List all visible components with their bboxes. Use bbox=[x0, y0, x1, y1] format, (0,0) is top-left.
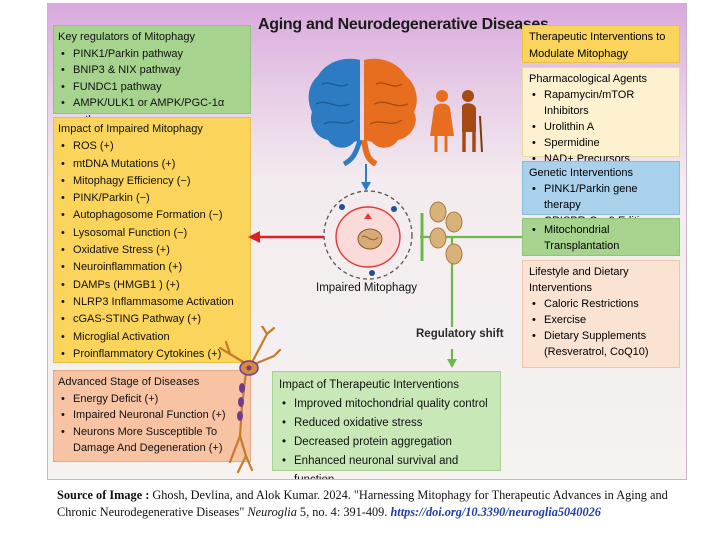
list-item: Oxidative Stress (+) bbox=[58, 242, 246, 260]
impact-impaired-heading: Impact of Impaired Mitophagy bbox=[58, 123, 203, 135]
source-caption: Source of Image : Ghosh, Devlina, and Al… bbox=[57, 487, 687, 521]
advanced-stage-list: Energy Deficit (+) Impaired Neuronal Fun… bbox=[58, 391, 246, 457]
list-item: Caloric Restrictions bbox=[529, 296, 673, 312]
list-item: Neurons More Susceptible To Damage And D… bbox=[58, 424, 246, 457]
mitochondrial-transplant-box: Mitochondrial Transplantation bbox=[522, 218, 680, 256]
pharmacological-heading: Pharmacological Agents bbox=[529, 73, 648, 85]
down-arrow bbox=[361, 164, 371, 191]
therapeutic-heading-box: Therapeutic Interventions to Modulate Mi… bbox=[522, 25, 680, 63]
list-item: Dietary Supplements (Resveratrol, CoQ10) bbox=[529, 328, 673, 360]
list-item: Mitochondrial Transplantation bbox=[529, 222, 673, 254]
list-item: Mitophagy Efficiency (−) bbox=[58, 173, 246, 191]
impaired-cell-icon bbox=[323, 190, 413, 280]
advanced-stage-heading: Advanced Stage of Diseases bbox=[58, 376, 200, 388]
list-item: NLRP3 Inflammasome Activation bbox=[58, 294, 246, 312]
list-item: Proinflammatory Cytokines (+) bbox=[58, 346, 246, 364]
source-doi-link[interactable]: https://doi.org/10.3390/neuroglia5040026 bbox=[390, 505, 601, 519]
advanced-stage-box: Advanced Stage of Diseases Energy Defici… bbox=[53, 370, 251, 462]
list-item: Lysosomal Function (−) bbox=[58, 225, 246, 243]
list-item: mtDNA Mutations (+) bbox=[58, 156, 246, 174]
impact-impaired-box: Impact of Impaired Mitophagy ROS (+) mtD… bbox=[53, 117, 251, 363]
source-volume: 5, no. 4: 391-409. bbox=[296, 505, 391, 519]
source-prefix: Source of Image : bbox=[57, 488, 150, 502]
list-item: Decreased protein aggregation bbox=[279, 433, 494, 452]
red-arrow bbox=[248, 231, 324, 243]
brain-icon bbox=[308, 58, 417, 166]
lifestyle-box: Lifestyle and Dietary Interventions Calo… bbox=[522, 260, 680, 368]
list-item: Urolithin A bbox=[529, 119, 673, 135]
list-item: Neuroinflammation (+) bbox=[58, 259, 246, 277]
list-item: PINK1/Parkin gene therapy bbox=[529, 181, 673, 213]
lifestyle-heading: Lifestyle and Dietary Interventions bbox=[529, 266, 629, 294]
therapeutic-heading: Therapeutic Interventions to Modulate Mi… bbox=[529, 31, 666, 60]
list-item: Microglial Activation bbox=[58, 329, 246, 347]
pharmacological-list: Rapamycin/mTOR Inhibitors Urolithin A Sp… bbox=[529, 87, 673, 167]
list-item: BNIP3 & NIX pathway bbox=[58, 62, 246, 79]
mitochondrial-list: Mitochondrial Transplantation bbox=[529, 222, 673, 254]
lifestyle-list: Caloric Restrictions Exercise Dietary Su… bbox=[529, 296, 673, 360]
impact-therapeutic-box: Impact of Therapeutic Interventions Impr… bbox=[272, 371, 501, 479]
list-item: Enhanced neuronal survival and function bbox=[279, 452, 494, 479]
list-item: DAMPs (HMGB1 ) (+) bbox=[58, 277, 246, 295]
key-regulators-list: PINK1/Parkin pathway BNIP3 & NIX pathway… bbox=[58, 46, 246, 129]
list-item: PINK/Parkin (−) bbox=[58, 190, 246, 208]
key-regulators-heading: Key regulators of Mitophagy bbox=[58, 31, 195, 43]
genetic-box: Genetic Interventions PINK1/Parkin gene … bbox=[522, 161, 680, 229]
list-item: ROS (+) bbox=[58, 138, 246, 156]
list-item: FUNDC1 pathway bbox=[58, 79, 246, 96]
list-item: Reduced oxidative stress bbox=[279, 414, 494, 433]
list-item: PINK1/Parkin pathway bbox=[58, 46, 246, 63]
regulatory-shift-label: Regulatory shift bbox=[416, 328, 504, 340]
elderly-couple-icon bbox=[430, 90, 483, 153]
list-item: cGAS-STING Pathway (+) bbox=[58, 311, 246, 329]
list-item: Spermidine bbox=[529, 135, 673, 151]
list-item: Rapamycin/mTOR Inhibitors bbox=[529, 87, 673, 119]
neuron-icon bbox=[218, 326, 282, 474]
impact-therapeutic-heading: Impact of Therapeutic Interventions bbox=[279, 379, 460, 391]
impaired-mitophagy-label: Impaired Mitophagy bbox=[316, 282, 417, 294]
list-item: Energy Deficit (+) bbox=[58, 391, 246, 408]
list-item: Autophagosome Formation (−) bbox=[58, 207, 246, 225]
impact-therapeutic-list: Improved mitochondrial quality control R… bbox=[279, 395, 494, 479]
genetic-heading: Genetic Interventions bbox=[529, 167, 633, 179]
list-item: Exercise bbox=[529, 312, 673, 328]
list-item: Improved mitochondrial quality control bbox=[279, 395, 494, 414]
impact-impaired-list: ROS (+) mtDNA Mutations (+) Mitophagy Ef… bbox=[58, 138, 246, 363]
mitochondria-icon bbox=[429, 201, 463, 265]
diagram-canvas: Aging and Neurodegenerative Diseases Key… bbox=[47, 3, 687, 480]
list-item: Impaired Neuronal Function (+) bbox=[58, 407, 246, 424]
diagram-title: Aging and Neurodegenerative Diseases bbox=[258, 16, 549, 33]
source-citation: Ghosh, Devlina, and Alok Kumar. 2024. "H… bbox=[57, 488, 668, 519]
source-journal: Neuroglia bbox=[247, 505, 297, 519]
key-regulators-box: Key regulators of Mitophagy PINK1/Parkin… bbox=[53, 25, 251, 126]
pharmacological-box: Pharmacological Agents Rapamycin/mTOR In… bbox=[522, 67, 680, 167]
